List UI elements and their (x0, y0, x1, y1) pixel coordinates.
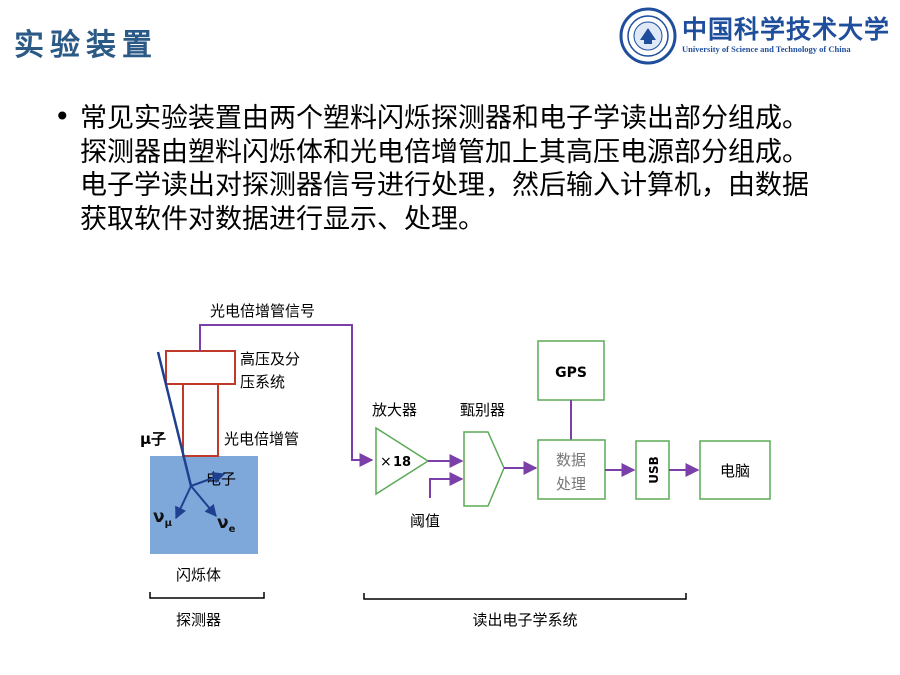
scintillator-label: 闪烁体 (176, 566, 221, 584)
daq-label-line1: 数据 (556, 451, 586, 469)
usb-box (635, 440, 670, 500)
electron-track (190, 472, 226, 487)
bullet-text: 常见实验装置由两个塑料闪烁探测器和电子学读出部分组成。探测器由塑料闪烁体和光电倍… (80, 103, 809, 235)
hv-label-line1: 高压及分 (240, 350, 300, 368)
gps-label: GPS (555, 365, 587, 381)
hv-divider-box (165, 350, 236, 385)
university-logo: 中国科学技术大学 University of Science and Techn… (618, 6, 891, 66)
nu-mu-track (175, 485, 192, 520)
pmt-label: 光电倍增管 (224, 430, 299, 448)
university-name-en: University of Science and Technology of … (682, 44, 851, 54)
detector-brace (149, 592, 265, 599)
amp-gain: 18 (393, 455, 411, 470)
slide-title: 实验装置 (14, 28, 158, 63)
pmt-signal-line (199, 324, 374, 467)
readout-brace (363, 593, 687, 600)
muon-track (156, 351, 193, 487)
pmt-signal-label: 光电倍增管信号 (210, 302, 315, 320)
readout-label: 读出电子学系统 (472, 611, 577, 629)
threshold-label: 阈值 (410, 512, 440, 530)
detector-label: 探测器 (176, 611, 221, 629)
computer-box (699, 440, 771, 500)
nu-mu-label: νμ (153, 507, 173, 529)
discriminator-label: 甄别器 (460, 401, 505, 419)
hv-label-line2: 压系统 (240, 373, 285, 391)
university-name-cn: 中国科学技术大学 (682, 15, 891, 44)
bullet-dot-icon: • (54, 100, 71, 133)
muon-label: μ子 (140, 430, 166, 448)
threshold-line (429, 472, 464, 498)
nu-e-track (190, 485, 217, 517)
computer-label: 电脑 (720, 462, 750, 480)
amplifier-label: 放大器 (372, 401, 417, 419)
daq-label-line2: 处理 (556, 475, 586, 493)
discriminator-shape (463, 431, 505, 507)
pmt-box (182, 383, 219, 457)
university-seal-icon (619, 7, 677, 65)
scintillator-block (150, 456, 258, 554)
daq-box (537, 439, 606, 500)
usb-label: USB (647, 456, 661, 484)
gps-box (537, 340, 605, 401)
amplifier-triangle (375, 426, 430, 496)
amp-times: × (380, 454, 392, 470)
nu-e-label: νe (217, 513, 236, 535)
